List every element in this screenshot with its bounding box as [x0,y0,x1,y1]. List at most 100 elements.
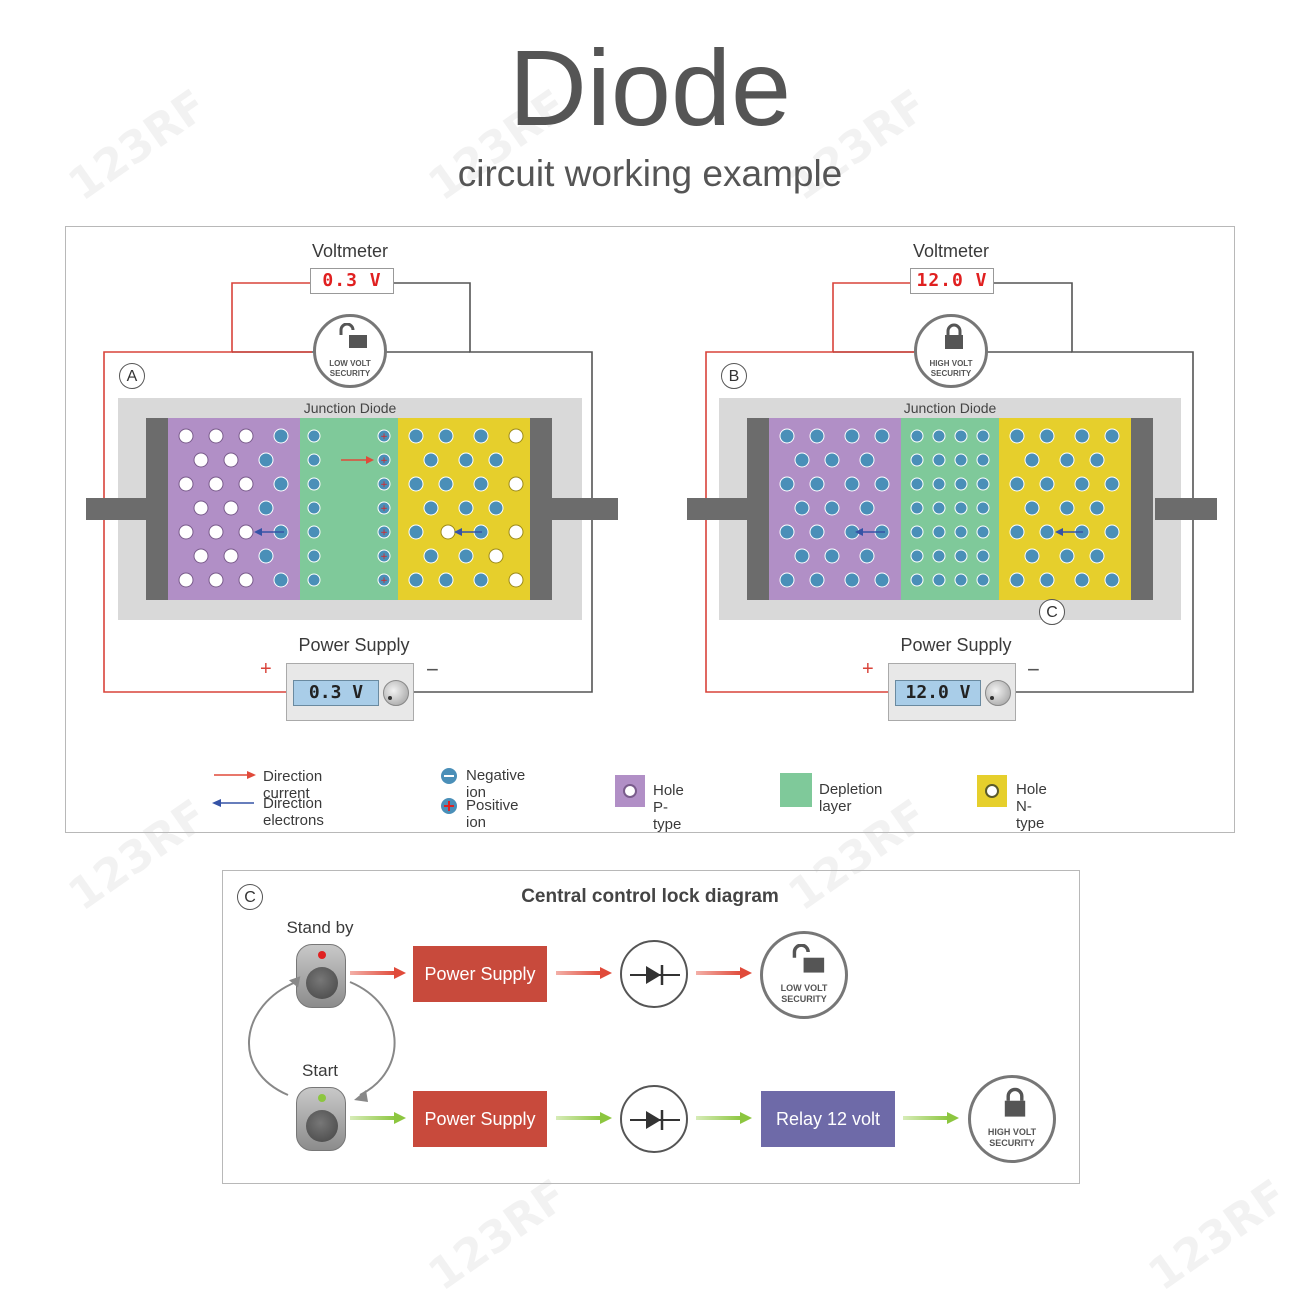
security-b-line2: SECURITY [930,369,972,378]
green-arrow-icon [350,1112,406,1124]
diode-icon [630,965,680,985]
marker-c-ref: C [1039,599,1065,625]
security-b-line1: HIGH VOLT [929,359,973,368]
n-region-holes [440,428,524,588]
knob-icon[interactable] [383,680,409,706]
svg-text:+: + [380,480,388,490]
negative-ion-icon [441,768,457,784]
electron-arrow-icon [212,799,254,807]
svg-text:+: + [380,432,388,442]
control-panel [222,870,1080,1184]
relay-box: Relay 12 volt [761,1091,895,1147]
cycle-arrows-icon [248,976,396,1102]
hole-icon [623,784,637,798]
svg-text:+: + [380,576,388,586]
n-region-ions [408,428,504,588]
depletion-swatch [780,773,812,807]
legend-negative-ion: Negative ion [466,767,526,801]
junction-diode-b-label: Junction Diode [903,400,997,416]
unlocked-padlock-icon [339,323,367,348]
current-arrow-icon [214,771,256,779]
security-b: HIGH VOLT SECURITY [914,314,988,388]
svg-text:+: + [380,456,388,466]
red-arrow-icon [696,967,752,979]
marker-b: B [721,363,747,389]
diode-icon [630,1110,680,1130]
power-supply-b: 12.0 V [888,663,1016,721]
green-arrow-icon [696,1112,752,1124]
red-arrow-icon [556,967,612,979]
circuit-b-wires [705,282,1194,693]
junction-diode-a: + + + + + + + [86,398,618,620]
legend-depletion: Depletion layer [819,781,883,815]
red-arrow-icon [350,967,406,979]
junction-diode-b [687,398,1217,620]
page-title: Diode [508,27,792,148]
p-region-holes [178,428,254,588]
svg-text:+: + [380,552,388,562]
low-volt-line1: LOW VOLT [780,983,828,993]
depletion-ions-b [910,429,990,587]
power-supply-a-display: 0.3 V [293,680,379,706]
legend-direction-electrons: Direction electrons [263,795,324,829]
diode-symbol-2 [620,1085,688,1153]
security-a-line2: SECURITY [329,369,371,378]
p-region-ions-b [779,428,890,588]
svg-text:+: + [380,504,388,514]
locked-padlock-icon [945,323,963,349]
marker-c: C [237,884,263,910]
circuit-panel [65,226,1235,833]
depletion-negative-ions [307,429,321,587]
p-region-negative-ions [258,428,289,588]
voltmeter-b-display: 12.0 V [910,268,994,294]
voltmeter-b-label: Voltmeter [912,241,990,261]
n-region-ions-b [1009,428,1120,588]
low-volt-security: LOW VOLT SECURITY [760,931,848,1019]
watermark: 123RF [419,1169,577,1301]
low-volt-line2: SECURITY [781,994,827,1004]
power-supply-a: 0.3 V [286,663,414,721]
power-a-plus: + [260,658,272,680]
high-volt-line1: HIGH VOLT [987,1127,1037,1137]
junction-diode-a-label: Junction Diode [303,400,397,416]
power-b-minus: − [1027,657,1040,682]
start-label: Start [302,1061,338,1080]
legend-direction-current: Direction current [263,768,323,802]
svg-text:+: + [380,528,388,538]
marker-a: A [119,363,145,389]
start-button[interactable] [296,1087,346,1151]
power-b-plus: + [862,658,874,680]
power-supply-b-label: Power Supply [900,635,1012,655]
power-supply-box-1: Power Supply [413,946,547,1002]
power-supply-a-label: Power Supply [298,635,410,655]
power-a-minus: − [426,657,439,682]
green-led-icon [318,1094,326,1102]
knob-icon[interactable] [985,680,1011,706]
standby-button[interactable] [296,944,346,1008]
watermark: 123RF [1139,1169,1297,1301]
legend-positive-ion: Positive ion [466,797,519,831]
unlocked-padlock-icon [792,944,825,973]
locked-padlock-icon [1004,1087,1026,1117]
power-supply-box-2: Power Supply [413,1091,547,1147]
red-led-icon [318,951,326,959]
green-arrow-icon [903,1112,959,1124]
diode-symbol-1 [620,940,688,1008]
button-core [306,967,338,999]
control-title: Central control lock diagram [521,886,779,907]
green-arrow-icon [556,1112,612,1124]
high-volt-line2: SECURITY [989,1138,1035,1148]
standby-label: Stand by [286,918,354,937]
depletion-positive-ions [377,429,391,587]
p-type-swatch [615,775,645,807]
security-a-line1: LOW VOLT [329,359,371,368]
hole-icon [985,784,999,798]
voltmeter-a-label: Voltmeter [311,241,389,261]
legend-hole-n: Hole N-type [1016,781,1047,832]
security-a: LOW VOLT SECURITY [313,314,387,388]
n-type-swatch [977,775,1007,807]
positive-ion-icon [441,798,457,814]
legend-hole-p: Hole P-type [653,782,684,833]
power-supply-b-display: 12.0 V [895,680,981,706]
button-core [306,1110,338,1142]
